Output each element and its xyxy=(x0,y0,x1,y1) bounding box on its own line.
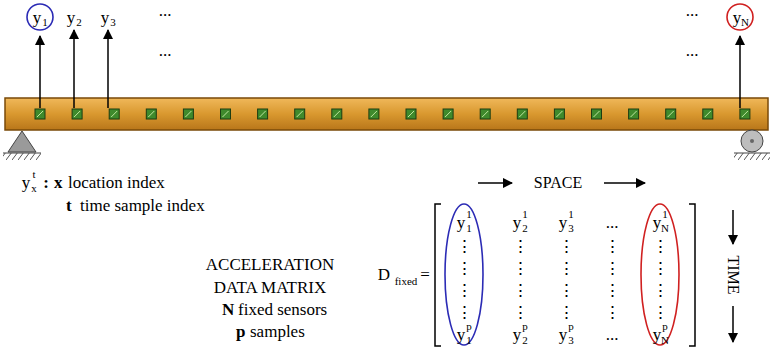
vertical-ellipsis: ⋮ xyxy=(604,304,621,321)
matrix-entry: y xyxy=(653,326,662,343)
vertical-ellipsis: ⋮ xyxy=(604,282,621,299)
notation: t xyxy=(66,197,72,214)
column-ellipse: yN1⋮⋮⋮⋮yNp xyxy=(640,203,680,346)
column-ellipse: y11⋮⋮⋮⋮y1p xyxy=(444,203,484,346)
matrix-entry-sup: p xyxy=(466,321,472,332)
matrix-entry: y xyxy=(559,214,568,231)
vertical-ellipsis: ⋮ xyxy=(512,238,529,255)
sensor-index: N xyxy=(741,17,749,28)
matrix-symbol: D xyxy=(378,266,390,283)
sensor-index: 3 xyxy=(110,17,116,28)
notation-sub: x xyxy=(31,183,37,194)
matrix-entry-sup: p xyxy=(662,321,668,332)
matrix-title: samples xyxy=(250,323,305,340)
notation: : xyxy=(43,174,49,191)
vertical-ellipsis: ⋮ xyxy=(604,260,621,277)
axis-label: SPACE xyxy=(534,175,582,191)
vertical-ellipsis: ⋮ xyxy=(456,304,473,321)
matrix-entry-sup: 1 xyxy=(522,209,528,220)
pin-support xyxy=(3,131,41,160)
sensor-index: 2 xyxy=(76,17,82,28)
notation-sup: t xyxy=(32,169,35,180)
notation-text: location index xyxy=(68,174,165,191)
matrix-title: fixed sensors xyxy=(238,301,327,318)
axis-arrows xyxy=(478,183,733,342)
matrix-entry-sub: 3 xyxy=(568,223,574,234)
matrix-entry: y xyxy=(513,214,522,231)
matrix-entry: y xyxy=(653,214,662,231)
vertical-ellipsis: ⋮ xyxy=(456,282,473,299)
ellipsis: ... xyxy=(606,214,619,231)
ellipsis: ... xyxy=(686,2,699,19)
vertical-ellipsis: ⋮ xyxy=(652,260,669,277)
ellipsis: ... xyxy=(686,42,699,59)
vertical-ellipsis: ⋮ xyxy=(652,304,669,321)
vertical-ellipsis: ⋮ xyxy=(512,304,529,321)
matrix-title: p xyxy=(236,323,245,340)
notation-text: time sample index xyxy=(80,197,205,214)
matrix-symbol-sub: fixed xyxy=(395,276,418,287)
sensor-index: 1 xyxy=(42,17,48,28)
ellipsis: ... xyxy=(159,2,172,19)
vertical-ellipsis: ⋮ xyxy=(558,238,575,255)
axis-label: TIME xyxy=(725,255,741,294)
matrix-title: N xyxy=(222,301,234,318)
matrix-entry-sup: 1 xyxy=(662,209,668,220)
sensor-circle: y1 xyxy=(26,3,54,31)
sensor-arrows xyxy=(40,30,740,108)
vertical-ellipsis: ⋮ xyxy=(652,238,669,255)
matrix-entry: y xyxy=(457,326,466,343)
sensor-symbol: y xyxy=(67,9,76,26)
ellipsis: ... xyxy=(606,326,619,343)
matrix-entry-sub: 1 xyxy=(466,335,472,346)
vertical-ellipsis: ⋮ xyxy=(558,304,575,321)
sensor-symbol: y xyxy=(101,9,110,26)
matrix-entry-sup: p xyxy=(568,321,574,332)
matrix-entry-sub: 2 xyxy=(522,335,528,346)
vertical-ellipsis: ⋮ xyxy=(604,238,621,255)
vertical-ellipsis: ⋮ xyxy=(558,282,575,299)
equals: = xyxy=(420,266,430,283)
matrix-title: DATA MATRIX xyxy=(214,279,326,296)
matrix-entry-sup: 1 xyxy=(466,209,472,220)
vertical-ellipsis: ⋮ xyxy=(652,282,669,299)
sensor-row xyxy=(35,109,750,119)
ellipsis: ... xyxy=(159,42,172,59)
vertical-ellipsis: ⋮ xyxy=(512,282,529,299)
matrix-entry-sub: 3 xyxy=(568,335,574,346)
vertical-ellipsis: ⋮ xyxy=(512,260,529,277)
notation: x xyxy=(54,174,63,191)
matrix-title: ACCELERATION xyxy=(206,256,334,273)
sensor-circle: yN xyxy=(726,3,754,31)
vertical-ellipsis: ⋮ xyxy=(558,260,575,277)
matrix-entry: y xyxy=(559,326,568,343)
matrix-entry-sup: 1 xyxy=(568,209,574,220)
matrix-entry: y xyxy=(457,214,466,231)
matrix-entry-sub: 1 xyxy=(466,223,472,234)
roller-support xyxy=(734,130,770,160)
vertical-ellipsis: ⋮ xyxy=(456,238,473,255)
vertical-ellipsis: ⋮ xyxy=(456,260,473,277)
matrix-entry-sub: N xyxy=(661,335,669,346)
sensor-symbol: y xyxy=(733,9,742,26)
matrix-entry-sub: 2 xyxy=(522,223,528,234)
matrix-entry: y xyxy=(513,326,522,343)
matrix-brackets xyxy=(435,204,695,346)
matrix-entry-sup: p xyxy=(522,321,528,332)
notation: y xyxy=(22,174,31,191)
beam xyxy=(5,98,768,130)
sensor-symbol: y xyxy=(33,9,42,26)
matrix-entry-sub: N xyxy=(661,223,669,234)
